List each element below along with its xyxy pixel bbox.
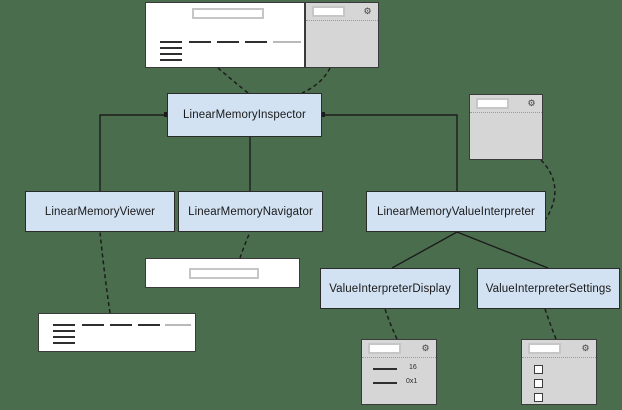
mock-hex-row xyxy=(160,41,182,43)
mock-hex-byte-group xyxy=(189,41,211,43)
mock-value-text: 0x1 xyxy=(406,378,418,385)
mock-value-interpreter-display-screenshot[interactable]: ⚙ 16 0x1 xyxy=(361,339,437,405)
gear-icon[interactable]: ⚙ xyxy=(363,6,372,16)
node-label: ValueInterpreterSettings xyxy=(485,282,612,295)
mock-hex-row xyxy=(160,53,182,55)
mock-hex-byte-group xyxy=(245,41,267,43)
node-valueinterpreterdisplay[interactable]: ValueInterpreterDisplay xyxy=(320,268,460,309)
mock-value-text: 16 xyxy=(409,364,417,371)
mock-checkbox[interactable] xyxy=(534,379,543,388)
edge-mock-viewer xyxy=(99,231,111,314)
node-label: LinearMemoryInspector xyxy=(183,109,306,121)
edge-mock-valueinterpreter-settings xyxy=(544,308,557,340)
edge-mock-navigator xyxy=(239,231,251,259)
mock-hex-row xyxy=(53,342,75,344)
node-linearmemorynavigator[interactable]: LinearMemoryNavigator xyxy=(178,191,323,232)
mock-address-input[interactable] xyxy=(192,8,264,19)
mock-hex-byte-group xyxy=(138,324,160,326)
mock-viewer-screenshot[interactable] xyxy=(38,313,196,352)
node-linearmemoryviewer[interactable]: LinearMemoryViewer xyxy=(25,191,175,232)
mock-toolbar: ⚙ xyxy=(522,340,596,358)
mock-value-label xyxy=(373,368,397,370)
node-label: LinearMemoryViewer xyxy=(44,205,156,218)
edge-mock-inspector xyxy=(217,67,249,94)
mock-checkbox[interactable] xyxy=(534,393,543,402)
mock-ascii-column xyxy=(273,41,301,43)
mock-inspector-screenshot[interactable] xyxy=(145,2,305,68)
mock-hex-row xyxy=(160,59,182,61)
gear-icon[interactable]: ⚙ xyxy=(527,98,536,108)
mock-toolbar-input[interactable] xyxy=(476,98,509,109)
mock-address-input[interactable] xyxy=(189,268,259,279)
mock-inspector-sidepanel-screenshot[interactable]: ⚙ xyxy=(305,2,379,68)
mock-toolbar-input[interactable] xyxy=(312,6,345,17)
edge-inspector-valueinterpreter xyxy=(322,114,458,191)
edge-valueinterpreter-display xyxy=(391,231,458,269)
node-label: ValueInterpreterDisplay xyxy=(329,282,451,295)
mock-hex-byte-group xyxy=(217,41,239,43)
gear-icon[interactable]: ⚙ xyxy=(421,343,430,353)
mock-value-interpreter-settings-screenshot[interactable]: ⚙ xyxy=(521,339,597,405)
edge-valueinterpreter-settings xyxy=(456,231,549,269)
node-valueinterpretersettings[interactable]: ValueInterpreterSettings xyxy=(477,268,620,309)
mock-hex-row xyxy=(160,47,182,49)
mock-hex-byte-group xyxy=(110,324,132,326)
edge-mock-valueinterpreter-display xyxy=(384,308,398,340)
gear-icon[interactable]: ⚙ xyxy=(581,343,590,353)
mock-value-label xyxy=(373,382,397,384)
edge-mock-inspector-panel xyxy=(301,67,331,94)
mock-toolbar-input[interactable] xyxy=(528,343,561,354)
edge-inspector-viewer xyxy=(99,114,167,191)
mock-ascii-column xyxy=(165,324,191,326)
mock-toolbar: ⚙ xyxy=(306,3,378,21)
mock-toolbar-input[interactable] xyxy=(368,343,401,354)
mock-hex-byte-group xyxy=(82,324,104,326)
mock-toolbar: ⚙ xyxy=(470,95,542,113)
mock-value-interpreter-screenshot[interactable]: ⚙ xyxy=(469,94,543,160)
mock-hex-row xyxy=(53,336,75,338)
node-linearmemoryvalueinterpreter[interactable]: LinearMemoryValueInterpreter xyxy=(366,191,546,232)
node-label: LinearMemoryNavigator xyxy=(188,205,313,218)
mock-toolbar: ⚙ xyxy=(362,340,436,358)
node-linearmemoryinspector[interactable]: LinearMemoryInspector xyxy=(167,93,322,137)
node-label: LinearMemoryValueInterpreter xyxy=(377,205,535,218)
mock-hex-row xyxy=(53,330,75,332)
mock-hex-row xyxy=(53,324,75,326)
mock-checkbox[interactable] xyxy=(534,365,543,374)
mock-navigator-screenshot[interactable] xyxy=(145,258,300,288)
